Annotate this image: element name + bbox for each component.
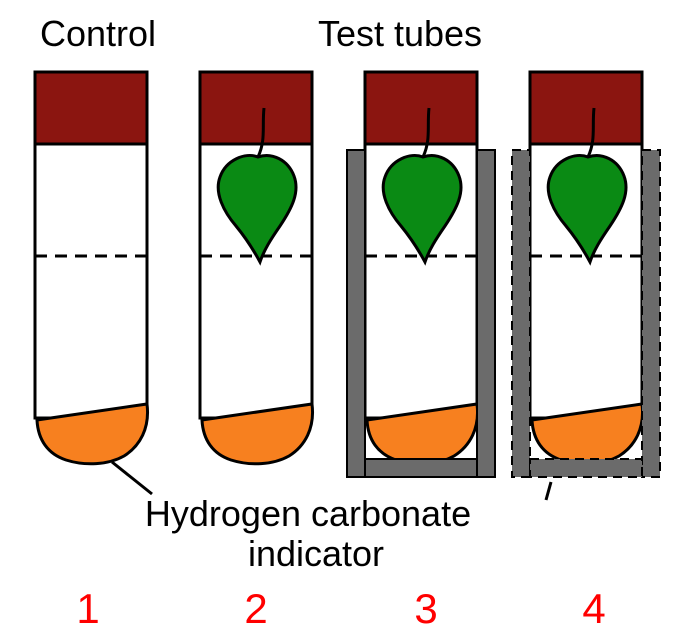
pointer-tick	[544, 481, 553, 501]
stopper	[363, 70, 479, 146]
solid-cover	[346, 149, 496, 478]
indicator-label-line2: indicator	[248, 533, 384, 574]
tube-number-4: 4	[582, 585, 605, 632]
test-tube-3	[346, 70, 496, 478]
test-tube-1	[33, 70, 153, 496]
leaf-stem	[256, 107, 266, 158]
leaf-icon	[381, 154, 463, 266]
leaf-stem	[586, 107, 596, 158]
indicator-pointer-line	[111, 460, 153, 496]
leaf-stem	[421, 107, 431, 158]
tube-number-3: 3	[414, 585, 437, 632]
tube-body	[33, 142, 149, 420]
stopper	[33, 70, 149, 146]
stopper	[198, 70, 314, 146]
stopper	[528, 70, 644, 146]
indicator-liquid	[200, 402, 315, 466]
control-label: Control	[40, 13, 156, 54]
leaf-icon	[216, 154, 298, 266]
leaf-icon	[546, 154, 628, 266]
tube-number-2: 2	[244, 585, 267, 632]
indicator-liquid	[35, 402, 150, 466]
test-tubes-label: Test tubes	[318, 13, 482, 54]
indicator-label-line1: Hydrogen carbonate	[145, 493, 471, 534]
tube-number-1: 1	[76, 585, 99, 632]
test-tube-2	[198, 70, 315, 466]
test-tube-4	[511, 70, 661, 501]
dashed-cover	[511, 149, 661, 478]
